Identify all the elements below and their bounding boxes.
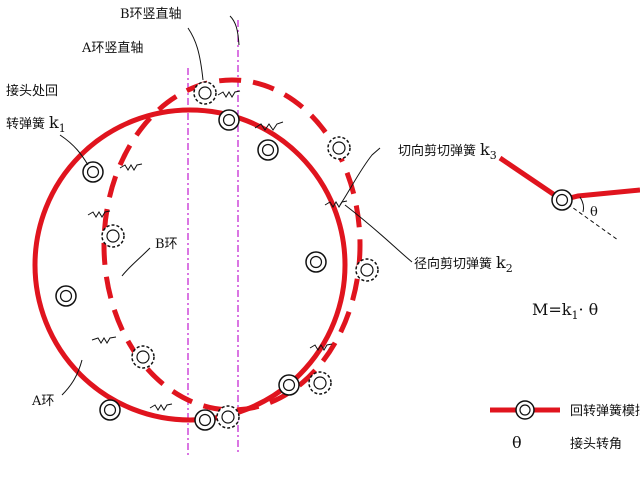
ring-b bbox=[101, 77, 363, 413]
legend-item2-symbol: θ bbox=[512, 433, 522, 452]
joint-a-1 bbox=[82, 161, 104, 183]
formula-lhs: M=k bbox=[532, 300, 572, 319]
joint-a-5 bbox=[55, 285, 77, 307]
leader-b-ring bbox=[121, 247, 151, 277]
joint-a-6 bbox=[278, 374, 300, 396]
detail-segment-left bbox=[498, 155, 564, 203]
detail-joint bbox=[551, 189, 573, 211]
joint-spring-sub: 1 bbox=[59, 122, 66, 135]
joint-b-5 bbox=[131, 345, 155, 369]
joint-a-4 bbox=[305, 251, 327, 273]
ring-a-joints bbox=[55, 109, 327, 431]
spring-4 bbox=[91, 336, 117, 344]
legend-item2-label: 接头转角 bbox=[570, 436, 622, 452]
detail-theta-label: θ bbox=[590, 205, 598, 220]
joint-b-2 bbox=[327, 136, 351, 160]
leader-b-axis bbox=[187, 27, 204, 81]
leader-a-ring bbox=[61, 359, 83, 396]
joint-a-2 bbox=[218, 109, 240, 131]
leader-a-axis-top bbox=[229, 15, 240, 46]
legend: 回转弹簧模拟接头 θ 接头转角 bbox=[490, 400, 640, 452]
leader-radial bbox=[344, 204, 413, 263]
a-ring-axis-label: A环竖直轴 bbox=[81, 41, 143, 56]
radial-k: k bbox=[496, 253, 506, 272]
rotation-spring-detail: θ bbox=[498, 155, 640, 241]
spring-3 bbox=[87, 210, 111, 218]
joint-b-4 bbox=[355, 258, 379, 282]
detail-segment-right bbox=[561, 187, 640, 203]
tangential-k: k bbox=[480, 140, 490, 159]
formula-rhs: · θ bbox=[578, 300, 598, 319]
formula-sub: 1 bbox=[571, 309, 578, 322]
joint-b-7 bbox=[216, 405, 240, 429]
ring-a bbox=[32, 107, 348, 423]
legend-joint-icon bbox=[515, 400, 535, 420]
b-ring-axis-label: B环竖直轴 bbox=[120, 7, 182, 22]
joint-a-7 bbox=[99, 399, 121, 421]
spring-6 bbox=[149, 403, 173, 411]
spring-2 bbox=[119, 163, 143, 171]
radial-sub: 2 bbox=[506, 262, 513, 275]
a-ring-label: A环 bbox=[31, 394, 54, 409]
joint-b-6 bbox=[308, 371, 332, 395]
joint-spring-k: k bbox=[49, 113, 59, 132]
detail-extension-line bbox=[561, 199, 619, 241]
joint-spring-text: 转弹簧 bbox=[6, 116, 45, 132]
joint-a-8 bbox=[194, 409, 216, 431]
joint-a-3 bbox=[257, 139, 279, 161]
spring-8 bbox=[217, 90, 241, 98]
tangential-text: 切向剪切弹簧 bbox=[398, 143, 476, 159]
leader-joint-spring bbox=[59, 134, 89, 166]
spring-1 bbox=[254, 121, 284, 131]
joint-spring-label-line1: 接头处回 bbox=[6, 83, 58, 99]
tangential-sub: 3 bbox=[490, 149, 497, 162]
formula: M=k1· θ bbox=[532, 300, 598, 322]
joint-b-1 bbox=[193, 81, 217, 105]
joint-b-3 bbox=[101, 224, 125, 248]
b-ring-label: B环 bbox=[155, 237, 178, 252]
shear-springs bbox=[87, 90, 348, 411]
ring-b-joints bbox=[101, 81, 379, 429]
legend-item1-label: 回转弹簧模拟接头 bbox=[570, 403, 640, 419]
leader-tangential bbox=[339, 147, 381, 206]
spring-5 bbox=[309, 343, 333, 351]
radial-text: 径向剪切弹簧 bbox=[414, 256, 492, 272]
detail-angle-arc bbox=[579, 196, 585, 213]
